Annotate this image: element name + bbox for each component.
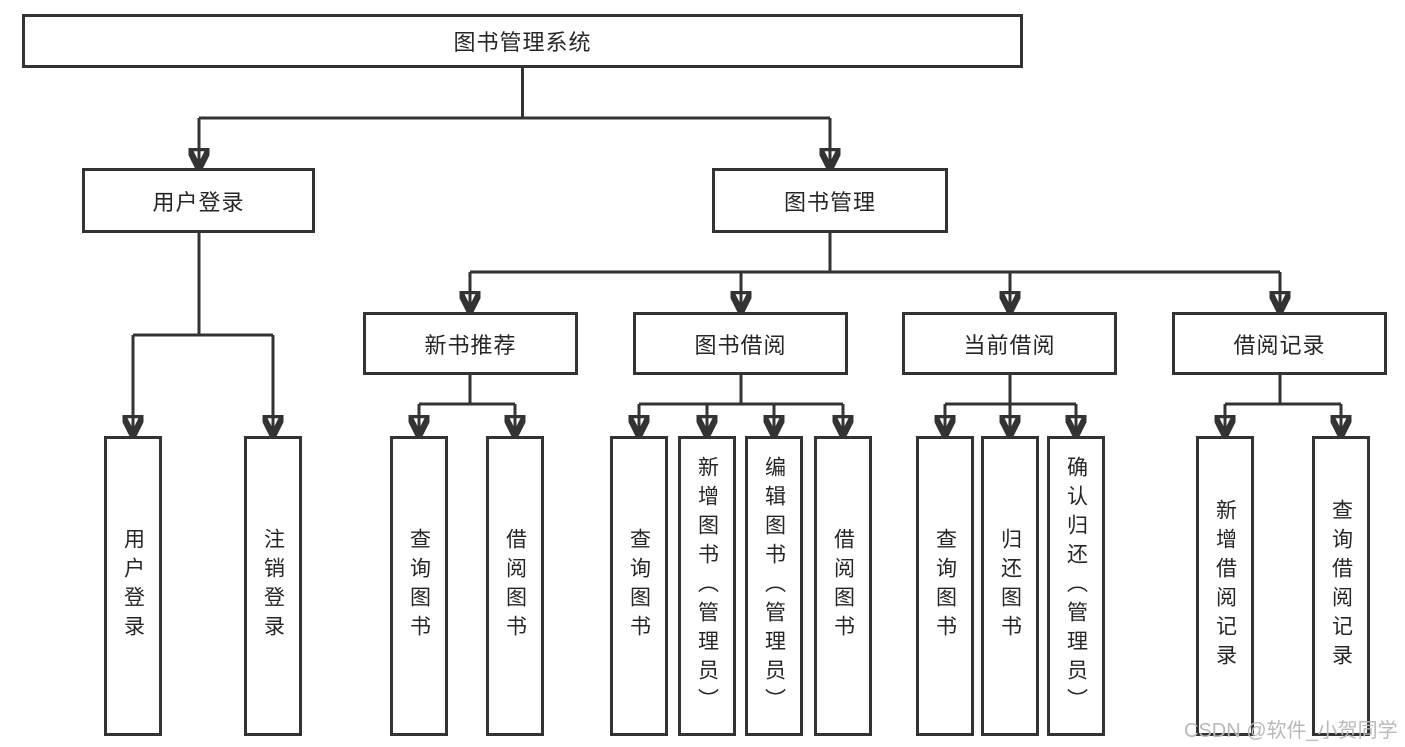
node-user-login: 用户登录 [82, 168, 315, 233]
node-leaf-add-borrow-record: 新增借阅记录 [1196, 436, 1254, 736]
node-book-borrowing: 图书借阅 [633, 312, 848, 375]
node-leaf-confirm-return-admin: 确认归还（管理员） [1047, 436, 1105, 736]
node-leaf-query-books-recommend: 查询图书 [390, 436, 448, 736]
connector-borrowing-split [639, 375, 843, 406]
node-label: 借阅图书 [503, 528, 527, 644]
connector-recommend-split [419, 375, 515, 406]
node-leaf-user-login: 用户登录 [104, 436, 162, 736]
node-leaf-query-books-current: 查询图书 [916, 436, 974, 736]
connector-book-management-split [470, 233, 1280, 274]
node-leaf-borrow-books-borrowing: 借阅图书 [814, 436, 872, 736]
node-borrowing-records: 借阅记录 [1172, 312, 1387, 375]
connector-current-split [945, 375, 1076, 406]
node-label: 查询图书 [933, 528, 957, 644]
node-label: 确认归还（管理员） [1064, 455, 1088, 717]
node-label: 图书管理系统 [453, 30, 592, 55]
node-label: 当前借阅 [963, 332, 1056, 358]
node-library-management-system: 图书管理系统 [22, 14, 1023, 68]
node-label: 归还图书 [998, 528, 1022, 644]
connector-records-split [1225, 375, 1341, 406]
node-leaf-logout: 注销登录 [244, 436, 302, 736]
node-label: 借阅图书 [831, 528, 855, 644]
node-label: 新增借阅记录 [1213, 499, 1237, 673]
node-label: 新增图书（管理员） [695, 455, 719, 717]
node-label: 查询借阅记录 [1329, 499, 1353, 673]
node-leaf-edit-books-admin: 编辑图书（管理员） [745, 436, 803, 736]
node-label: 注销登录 [261, 528, 285, 644]
node-leaf-add-books-admin: 新增图书（管理员） [678, 436, 736, 736]
watermark: CSDN @软件_小贺同学 [1184, 720, 1398, 742]
node-label: 编辑图书（管理员） [762, 455, 786, 717]
node-label: 用户登录 [152, 189, 245, 215]
connector-user-login-split [133, 233, 273, 337]
node-leaf-query-borrow-record: 查询借阅记录 [1312, 436, 1370, 736]
node-new-book-recommendation: 新书推荐 [363, 312, 578, 375]
node-current-borrowing: 当前借阅 [902, 312, 1117, 375]
node-label: 图书管理 [783, 189, 876, 215]
connector-root-split [199, 68, 830, 120]
node-book-management: 图书管理 [712, 168, 948, 233]
node-label: 新书推荐 [424, 332, 517, 358]
node-leaf-return-books: 归还图书 [981, 436, 1039, 736]
node-label: 查询图书 [627, 528, 651, 644]
node-label: 图书借阅 [694, 332, 787, 358]
node-label: 借阅记录 [1233, 332, 1326, 358]
node-label: 查询图书 [407, 528, 431, 644]
node-leaf-borrow-books-recommend: 借阅图书 [486, 436, 544, 736]
node-leaf-query-books-borrowing: 查询图书 [610, 436, 668, 736]
node-label: 用户登录 [121, 528, 145, 644]
